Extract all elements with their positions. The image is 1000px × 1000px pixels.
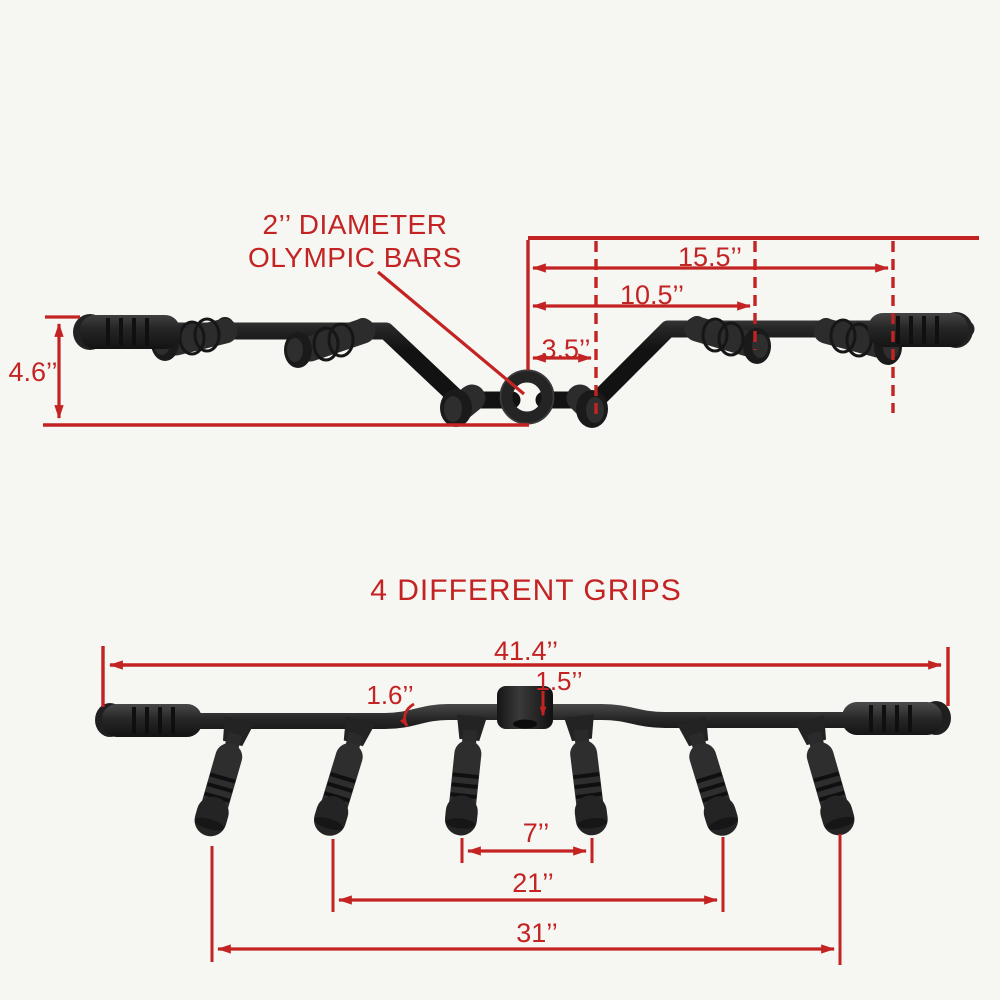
- dim-outer-grip-spacing: 31’’: [516, 918, 558, 948]
- front-view-annotations: [101, 646, 950, 965]
- dim-center-to-outer-grip: 15.5’’: [677, 242, 743, 272]
- hanging-grip: [444, 714, 487, 836]
- center-collar: [497, 686, 553, 729]
- hanging-grip: [564, 714, 608, 836]
- end-grip-left: [73, 314, 180, 350]
- bottom-figure-title: 4 DIFFERENT GRIPS: [370, 574, 682, 607]
- front-view-product-art: [95, 686, 951, 837]
- dim-drop-height: 4.6’’: [8, 357, 58, 387]
- dim-bar-diameter: 1.6’’: [366, 680, 414, 710]
- dim-mid-grip-spacing: 21’’: [512, 868, 554, 898]
- callout-leader-line: [376, 270, 526, 396]
- angled-grip: [684, 316, 771, 364]
- end-grip-right: [842, 701, 951, 735]
- dim-center-to-inner-grip: 3.5’’: [541, 334, 591, 364]
- hanging-grip: [313, 715, 375, 836]
- top-view-product-art: [73, 312, 975, 428]
- olympic-bar-callout: 2’’ DIAMETER OLYMPIC BARS: [240, 208, 470, 274]
- callout-line-2: OLYMPIC BARS: [248, 242, 462, 273]
- angled-grip: [284, 318, 376, 368]
- bar-diameter-pointer: [399, 702, 415, 728]
- top-view-annotations: [43, 236, 979, 427]
- hanging-grip: [194, 716, 254, 837]
- dim-collar-size: 1.5’’: [535, 666, 583, 696]
- callout-line-1: 2’’ DIAMETER: [262, 209, 448, 240]
- center-stub-grip: [440, 384, 486, 427]
- olympic-bar-ring: [499, 369, 555, 425]
- dim-center-to-mid-grip: 10.5’’: [619, 280, 685, 310]
- dim-inner-grip-spacing: 7’’: [522, 818, 550, 848]
- center-stub-grip: [566, 384, 608, 428]
- hanging-grip: [795, 715, 855, 836]
- end-grip-right: [868, 312, 973, 348]
- dim-overall-length: 41.4’’: [493, 636, 559, 666]
- end-grip-left: [95, 703, 202, 737]
- hanging-grip: [677, 715, 739, 836]
